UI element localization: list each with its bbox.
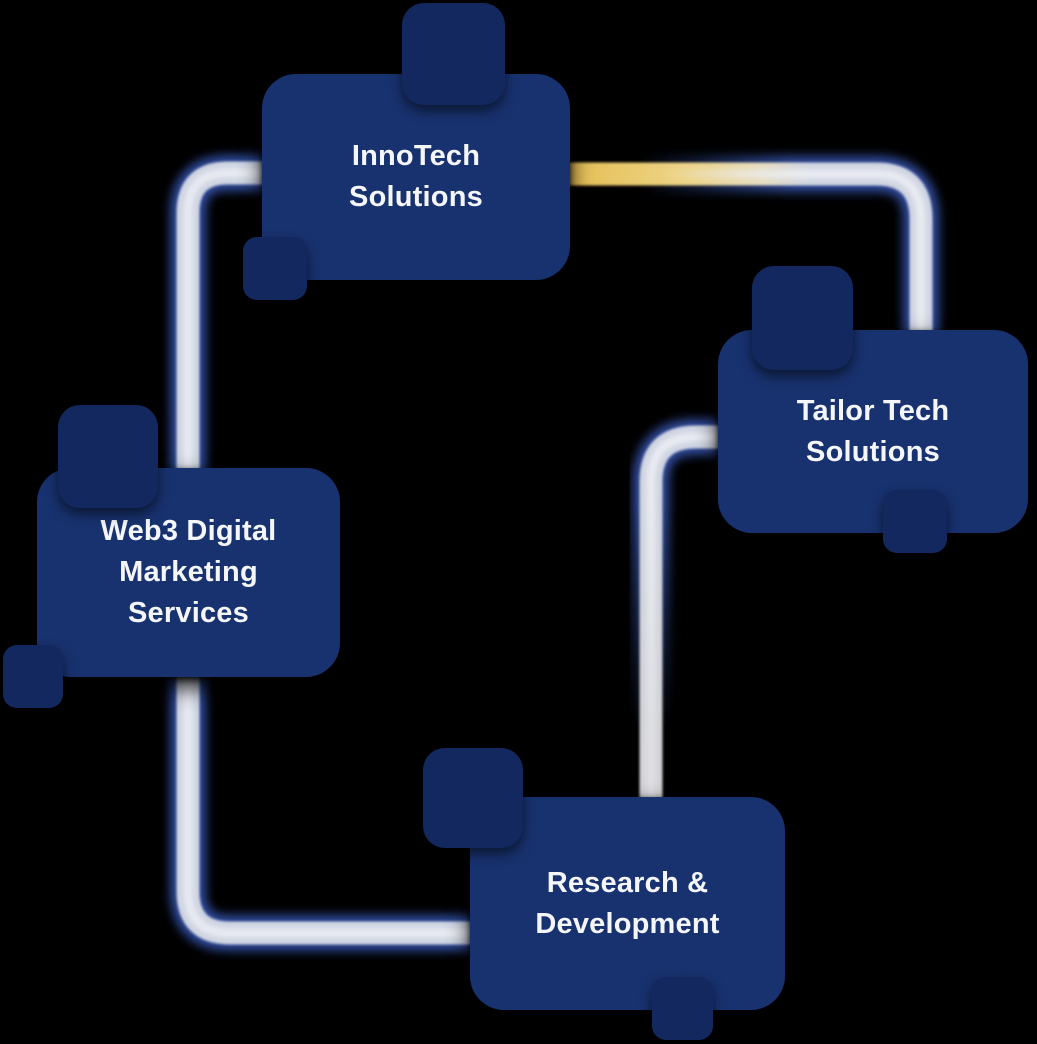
port-web3-bottom [3,645,63,708]
connector-innotech-tailor [564,156,939,338]
port-rnd-top [423,748,523,848]
node-rnd-label: Research & Development [535,866,720,940]
port-web3-top [58,405,158,508]
connector-tailor-rnd [633,419,722,803]
node-tailor-tech-label: Tailor Tech Solutions [796,394,950,468]
port-innotech-bottom [243,237,307,300]
port-innotech-top [402,3,505,105]
node-research-development[interactable]: Research & Development [470,797,785,1010]
node-innotech-label: InnoTech Solutions [349,140,483,213]
port-tailor-top [752,266,853,370]
node-innotech-solutions[interactable]: InnoTech Solutions [262,74,570,280]
port-rnd-bottom [652,977,713,1040]
node-web3-label: Web3 Digital Marketing Services [100,515,277,629]
port-tailor-bottom [883,490,947,553]
